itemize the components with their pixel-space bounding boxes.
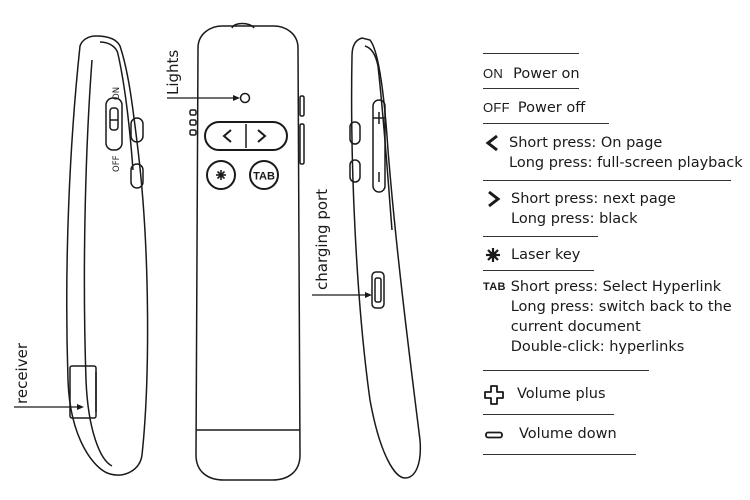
legend-item-previous: Short press: On page Long press: full-sc…	[483, 133, 743, 173]
chevron-right-icon	[488, 190, 501, 208]
divider	[483, 88, 579, 89]
laser-button	[206, 160, 236, 190]
chevron-right-icon	[257, 129, 267, 143]
side-view-left	[65, 35, 149, 476]
legend-item-laser: Laser key	[483, 245, 580, 265]
volume-down-text: Volume down	[519, 426, 617, 442]
switch-on-label: ON	[112, 86, 122, 100]
laser-burst-icon	[216, 170, 226, 180]
receiver-label: receiver	[13, 343, 31, 404]
divider	[483, 454, 636, 455]
front-view: TAB	[189, 22, 305, 481]
volume-plus-text: Volume plus	[517, 386, 606, 402]
on-tag: ON	[483, 66, 504, 81]
tab-line-4: Double-click: hyperlinks	[510, 339, 685, 355]
previous-line-2: Long press: full-screen playback	[509, 155, 743, 171]
next-line-2: Long press: black	[511, 211, 638, 227]
divider	[483, 236, 598, 237]
charging-port-label: charging port	[313, 188, 331, 290]
previous-line-1: Short press: On page	[509, 135, 663, 151]
tab-line-2: Long press: switch back to the	[510, 299, 732, 315]
switch-off-label: OFF	[112, 155, 122, 172]
tab-tag: TAB	[483, 281, 506, 293]
device-illustration: TAB	[14, 22, 422, 481]
legend-item-power-off: OFF Power off	[483, 98, 585, 118]
callout-lines	[14, 95, 372, 410]
laser-burst-icon	[486, 248, 500, 262]
divider	[483, 123, 609, 124]
laser-key-text: Laser key	[511, 247, 581, 263]
legend-item-next: Short press: next page Long press: black	[483, 189, 676, 229]
divider	[483, 414, 614, 415]
tab-button	[249, 160, 279, 190]
legend-item-volume-plus: Volume plus	[483, 384, 606, 406]
legend-item-volume-down: Volume down	[483, 424, 617, 446]
side-view-right	[349, 37, 422, 479]
tab-line-1: Short press: Select Hyperlink	[510, 279, 722, 295]
plus-outline-icon	[484, 385, 504, 405]
divider	[483, 53, 579, 54]
power-off-text: Power off	[517, 100, 586, 116]
divider	[483, 180, 731, 181]
divider	[483, 270, 594, 271]
indicator-light	[239, 92, 251, 104]
minus-outline-icon	[485, 431, 503, 439]
legend-item-tab: TAB Short press: Select Hyperlink Long p…	[483, 277, 732, 357]
off-tag: OFF	[483, 100, 510, 115]
legend-item-power-on: ON Power on	[483, 64, 580, 84]
divider	[483, 370, 649, 371]
chevron-left-icon	[485, 134, 498, 152]
tab-line-3: current document	[510, 319, 641, 335]
lights-label: Lights	[164, 49, 182, 95]
next-line-1: Short press: next page	[511, 191, 676, 207]
tab-button-label: TAB	[253, 171, 275, 183]
chevron-left-icon	[222, 129, 232, 143]
power-on-text: Power on	[513, 66, 580, 82]
